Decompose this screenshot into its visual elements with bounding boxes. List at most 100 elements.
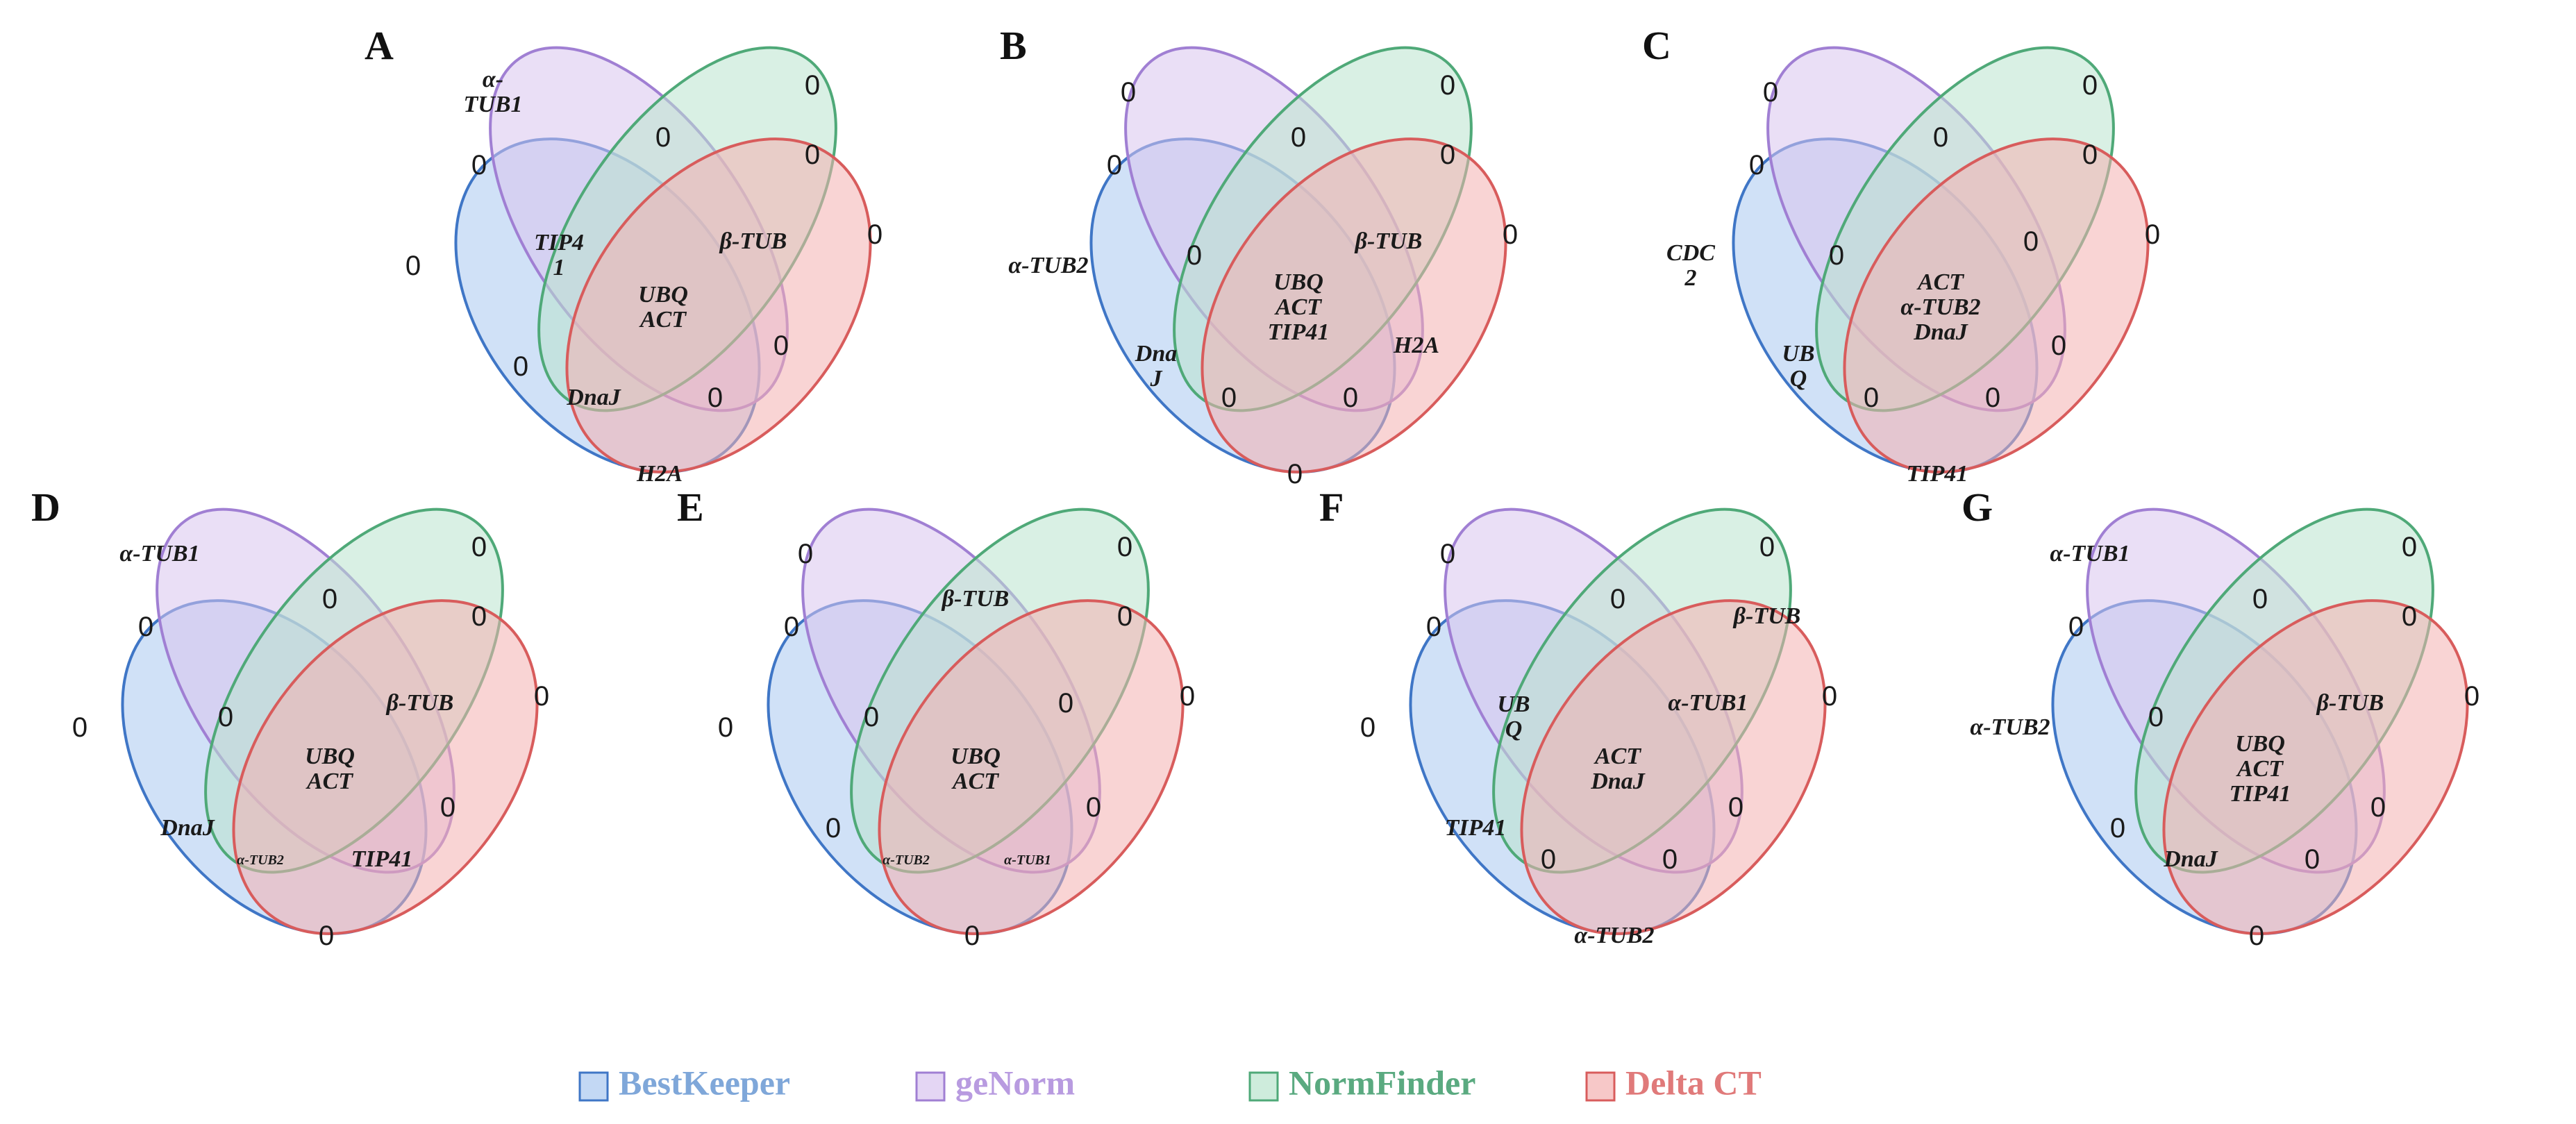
legend-item-genorm: geNorm bbox=[915, 1063, 1075, 1102]
legend-label: Delta CT bbox=[1625, 1063, 1762, 1102]
region-nd-label: 0 bbox=[2402, 601, 2417, 632]
region-bg-label: 0 bbox=[138, 612, 153, 642]
region-bgd-label: 0 bbox=[708, 383, 723, 413]
region-n-only-label: 0 bbox=[2082, 70, 2098, 101]
region-nd-label: 0 bbox=[1117, 601, 1132, 632]
panel-title: A bbox=[365, 23, 394, 68]
region-n-only-label: 0 bbox=[2402, 532, 2417, 562]
region-b-only-label: α-TUB2 bbox=[1008, 253, 1088, 278]
region-d-only-label: 0 bbox=[867, 219, 883, 250]
region-d-only-label: 0 bbox=[1822, 681, 1837, 712]
region-bn-label: 0 bbox=[826, 813, 841, 844]
legend-swatch bbox=[915, 1071, 946, 1102]
region-bgn-label: 0 bbox=[1829, 240, 1844, 271]
region-n-only-label: 0 bbox=[1759, 532, 1775, 562]
region-bgn-label: 0 bbox=[218, 702, 233, 732]
region-bgd-label: 0 bbox=[1343, 383, 1358, 413]
deltact-ellipse bbox=[1843, 137, 2150, 473]
region-bn-label: DnaJ bbox=[160, 815, 215, 841]
region-gnd-label: β-TUB bbox=[385, 690, 454, 716]
region-bgd-label: 0 bbox=[2305, 844, 2320, 875]
legend-item-normfinder: NormFinder bbox=[1248, 1063, 1475, 1102]
legend-swatch bbox=[1585, 1071, 1616, 1102]
region-bg-label: 0 bbox=[1749, 150, 1764, 181]
region-bgd-label: 0 bbox=[1662, 844, 1678, 875]
region-bn-label: 0 bbox=[2110, 813, 2125, 844]
region-gn-label: 0 bbox=[1291, 122, 1306, 153]
region-gd-label: 0 bbox=[1728, 792, 1743, 823]
region-bnd-label: DnaJ bbox=[2163, 846, 2218, 872]
region-b-only-label: 0 bbox=[72, 712, 87, 743]
region-gn-label: 0 bbox=[1610, 584, 1625, 614]
region-g-only-label: α-TUB1 bbox=[119, 541, 199, 567]
region-bg-label: 0 bbox=[784, 612, 799, 642]
region-bnd-label: 0 bbox=[1541, 844, 1556, 875]
legend-label: NormFinder bbox=[1289, 1063, 1475, 1102]
region-gnd-label: β-TUB bbox=[2316, 690, 2384, 716]
region-gnd-label: β-TUB bbox=[719, 228, 787, 254]
region-bnd-label: 0 bbox=[1221, 383, 1237, 413]
panel-title: F bbox=[1319, 485, 1344, 530]
region-nd-label: β-TUB bbox=[1732, 603, 1801, 629]
region-d-only-label: 0 bbox=[534, 681, 549, 712]
region-gnd-label: β-TUB bbox=[1354, 228, 1423, 254]
panel-title: G bbox=[1962, 485, 1993, 530]
deltact-ellipse bbox=[1520, 599, 1827, 935]
region-bd-label: 0 bbox=[2249, 921, 2264, 951]
region-bnd-label: α-TUB2 bbox=[883, 853, 930, 868]
deltact-ellipse bbox=[1201, 137, 1507, 473]
panel-title: B bbox=[1000, 23, 1027, 68]
panel-title: D bbox=[31, 485, 60, 530]
region-d-only-label: 0 bbox=[1503, 219, 1518, 250]
region-bd-label: H2A bbox=[636, 461, 683, 487]
region-gn-label: 0 bbox=[1933, 122, 1948, 153]
region-b-only-label: 0 bbox=[1360, 712, 1375, 743]
region-d-only-label: 0 bbox=[1180, 681, 1195, 712]
region-b-only-label: 0 bbox=[405, 251, 421, 281]
region-bgd-label: 0 bbox=[1985, 383, 2000, 413]
region-bg-label: 0 bbox=[1107, 150, 1122, 181]
region-bgd-label: TIP41 bbox=[351, 846, 413, 872]
region-gnd-label: 0 bbox=[1058, 688, 1073, 719]
region-gd-label: 0 bbox=[2370, 792, 2386, 823]
region-nd-label: 0 bbox=[805, 140, 820, 170]
region-bg-label: 0 bbox=[2068, 612, 2084, 642]
legend-swatch bbox=[578, 1071, 609, 1102]
region-g-only-label: 0 bbox=[1121, 77, 1136, 108]
region-nd-label: 0 bbox=[471, 601, 487, 632]
region-bd-label: TIP41 bbox=[1907, 461, 1968, 487]
legend-item-delta-ct: Delta CT bbox=[1585, 1063, 1762, 1102]
region-bgn-label: 0 bbox=[1187, 240, 1202, 271]
deltact-ellipse bbox=[2162, 599, 2469, 935]
region-bgn-label: 0 bbox=[2148, 702, 2164, 732]
region-nd-label: 0 bbox=[2082, 140, 2098, 170]
region-gn-label: 0 bbox=[322, 584, 337, 614]
region-n-only-label: 0 bbox=[471, 532, 487, 562]
deltact-ellipse bbox=[878, 599, 1185, 935]
region-gn-label: 0 bbox=[2252, 584, 2268, 614]
region-gnd-label: α-TUB1 bbox=[1668, 690, 1748, 716]
region-d-only-label: 0 bbox=[2145, 219, 2160, 250]
region-g-only-label: α-TUB1 bbox=[464, 67, 523, 117]
region-bnd-label: DnaJ bbox=[566, 385, 621, 410]
region-bd-label: 0 bbox=[964, 921, 980, 951]
deltact-ellipse bbox=[232, 599, 539, 935]
region-gn-label: 0 bbox=[655, 122, 671, 153]
region-b-only-label: α-TUB2 bbox=[1970, 714, 2050, 740]
